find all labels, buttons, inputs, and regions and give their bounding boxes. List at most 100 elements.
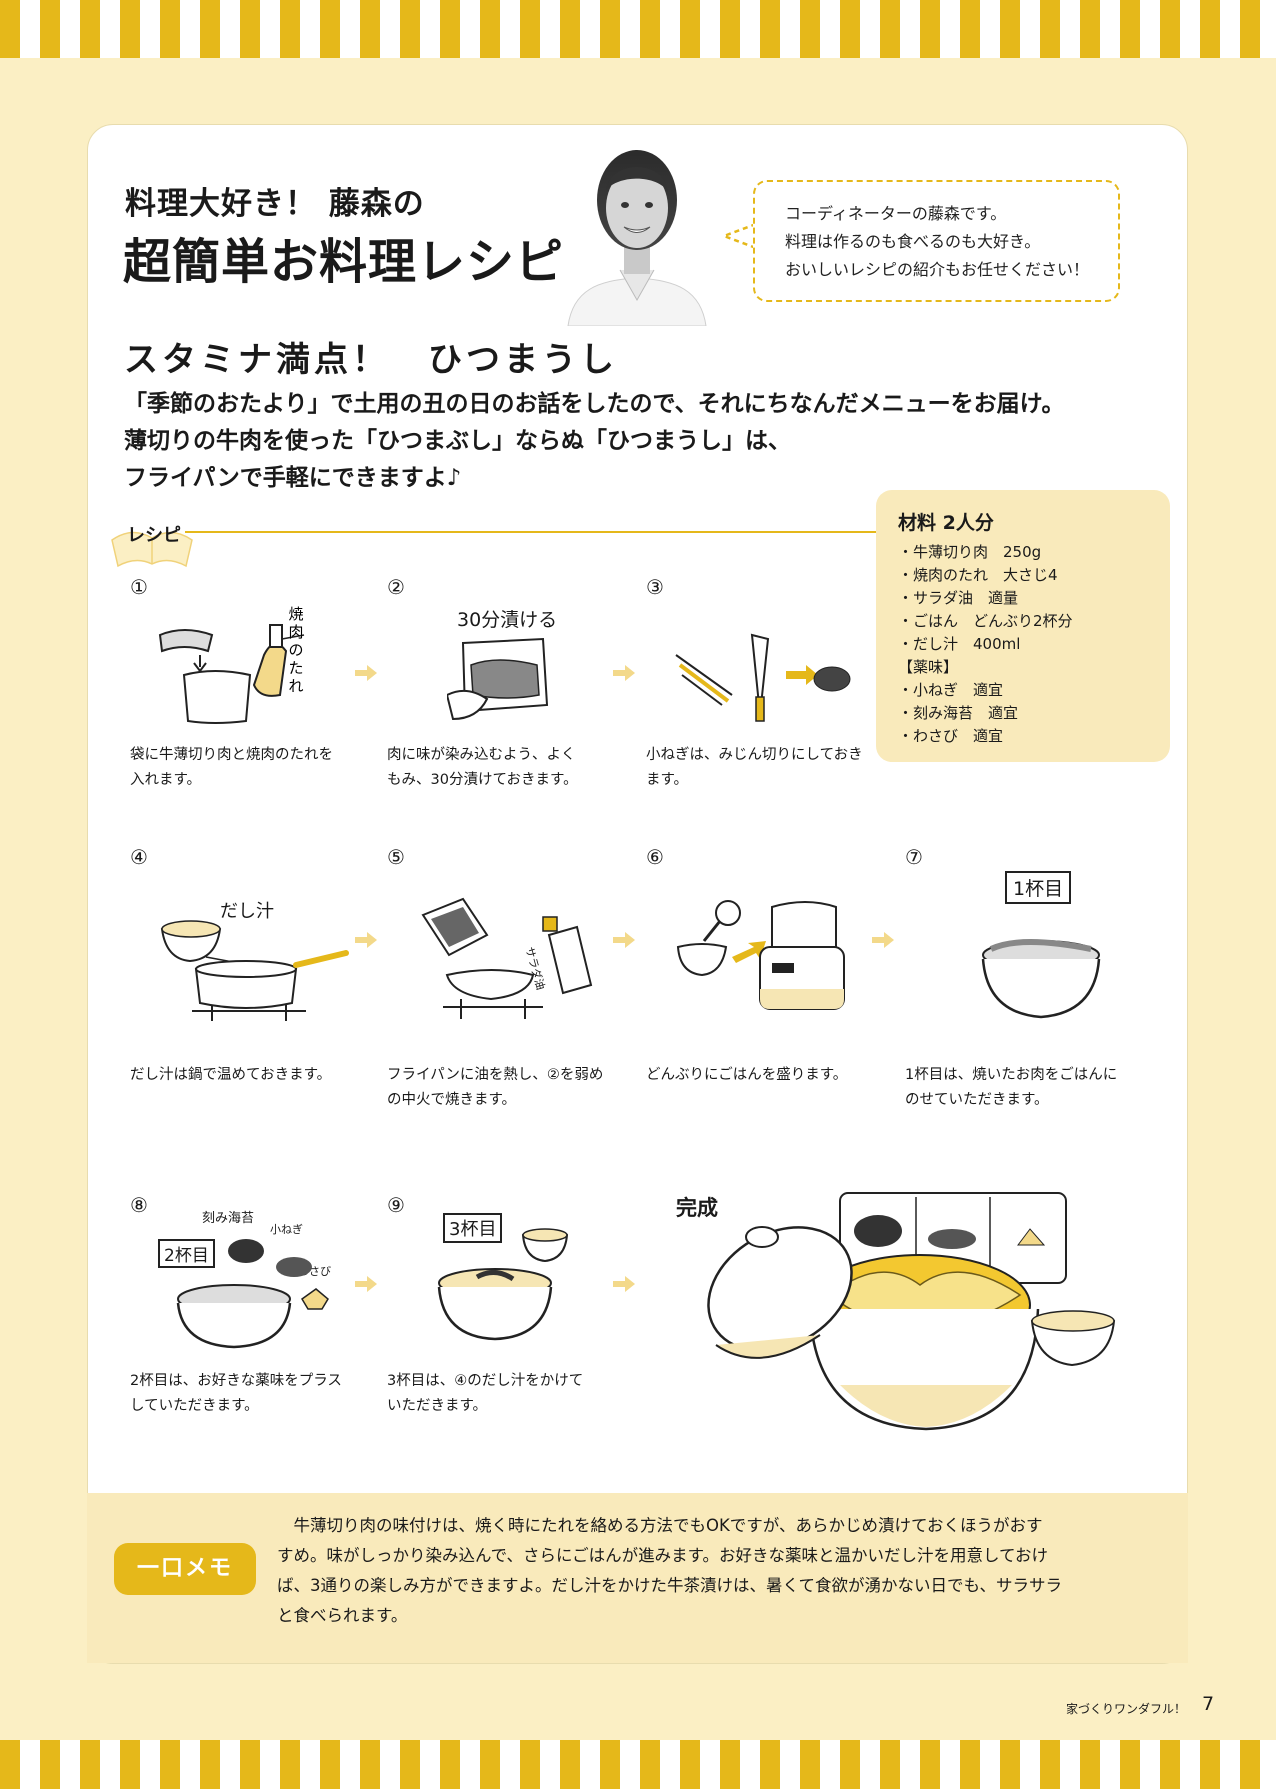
step-9: ⑨ 3杯目 3杯目は、④のだし汁をかけて いただきます。 — [387, 1193, 627, 1433]
dashi-label: だし汁 — [220, 901, 274, 922]
step-caption: 袋に牛薄切り肉と焼肉のたれを 入れます。 — [130, 743, 333, 793]
step-3: ③ 小ねぎは、みじん切りにしておき ます。 — [646, 575, 886, 795]
ingredient-item: ・だし汁 400ml — [898, 635, 1021, 653]
third-bowl-illustration — [437, 1228, 569, 1341]
marinating-bag-illustration — [447, 637, 549, 721]
step-number: ⑦ — [905, 845, 923, 869]
sauce-label-char: 焼 — [288, 605, 303, 623]
caption-line: のせていただきます。 — [905, 1092, 1049, 1108]
caption-line: フライパンに油を熱し、②を弱め — [387, 1067, 604, 1083]
sauce-label-char: れ — [288, 677, 303, 695]
sauce-label-char: の — [288, 641, 303, 659]
chopping-green-onion-illustration — [675, 633, 851, 722]
warming-dashi-illustration — [160, 920, 349, 1021]
ingredients-panel: 材料 2人分 ・牛薄切り肉 250g ・焼肉のたれ 大さじ4 ・サラダ油 適量 … — [876, 490, 1170, 762]
caption-line: 3杯目は、④のだし汁をかけて — [387, 1373, 584, 1389]
ingredient-item: ・わさび 適宜 — [898, 727, 1004, 745]
step-5: ⑤ サラダ油 フライパンに油を熱し、②を弱め の中火で焼きます。 — [387, 845, 627, 1108]
step-caption: 3杯目は、④のだし汁をかけて いただきます。 — [387, 1369, 583, 1419]
step-number: ⑧ — [130, 1193, 148, 1217]
step-8: ⑧ 2杯目 刻み海苔 小ねぎ わさび 2杯目は、お好きな薬味をプラス していただ… — [130, 1193, 370, 1433]
step-1: ① 焼 肉 の た れ 袋に牛薄切り肉と焼肉のたれを 入れます。 — [130, 575, 370, 795]
sauce-label-text: 焼 肉 の た れ — [288, 605, 303, 695]
caption-line: 1杯目は、焼いたお肉をごはんに — [905, 1067, 1118, 1083]
header-subtitle: 料理大好き！ 藤森の — [125, 186, 425, 222]
memo-line: と食べられます。 — [277, 1606, 408, 1625]
sauce-label-char: た — [288, 659, 303, 677]
recipe-title: スタミナ満点！ ひつまうし — [124, 340, 618, 380]
final-dish-label: 完成 — [676, 1196, 718, 1220]
step-number: ⑨ — [387, 1193, 405, 1217]
nori-label: 刻み海苔 — [202, 1211, 255, 1226]
bubble-line: 料理は作るのも食べるのも大好き。 — [785, 232, 1041, 251]
memo-text: 牛薄切り肉の味付けは、焼く時にたれを絡める方法でもOKですが、あらかじめ漬けてお… — [277, 1511, 1167, 1631]
step-7: ⑦ 1杯目 1杯目は、焼いたお肉をごはんに のせていただきます。 — [905, 845, 1145, 1108]
caption-line: 入れます。 — [130, 772, 202, 788]
bowl-1-label: 1杯目 — [1005, 871, 1072, 904]
step-number: ② — [387, 575, 405, 599]
step-caption: 小ねぎは、みじん切りにしておき ます。 — [646, 743, 863, 793]
step-caption: フライパンに油を熱し、②を弱め の中火で焼きます。 — [387, 1063, 603, 1113]
ingredient-item: ・ごはん どんぶり2杯分 — [898, 612, 1073, 630]
caption-line: 2杯目は、お好きな薬味をプラス — [130, 1373, 342, 1389]
first-bowl-illustration — [981, 939, 1101, 1019]
header-title: 超簡単お料理レシピ — [123, 234, 565, 290]
second-bowl-illustration — [176, 1239, 329, 1349]
step-caption: だし汁は鍋で温めておきます。 — [130, 1063, 331, 1088]
page-number: 7 — [1202, 1693, 1215, 1715]
step-arrow-icon — [355, 932, 377, 948]
step-number: ⑥ — [646, 845, 664, 869]
caption-line: ます。 — [646, 772, 689, 788]
recipe-card — [87, 124, 1188, 1664]
step-2: ② 30分漬ける 肉に味が染み込むよう、よく もみ、30分漬けておきます。 — [387, 575, 627, 795]
ingredient-item: ・サラダ油 適量 — [898, 589, 1019, 607]
memo-badge: 一口メモ — [114, 1543, 256, 1595]
negi-label: 小ねぎ — [270, 1223, 303, 1236]
bag-and-sauce-illustration — [158, 624, 305, 724]
open-book-icon — [111, 531, 193, 568]
step-arrow-icon — [355, 1276, 377, 1292]
step-number: ① — [130, 575, 148, 599]
memo-panel — [87, 1493, 1188, 1663]
memo-line: ば、3通りの楽しみ方ができますよ。だし汁をかけた牛茶漬けは、暑くて食欲が湧かない… — [277, 1576, 1063, 1595]
step-arrow-icon — [613, 1276, 635, 1292]
step-arrow-icon — [872, 932, 894, 948]
intro-line: 薄切りの牛肉を使った「ひつまぶし」ならぬ「ひつまうし」は、 — [124, 428, 791, 454]
recipe-section-rule — [185, 531, 878, 533]
ingredients-title: 材料 2人分 — [898, 512, 994, 534]
sauce-label-char: 肉 — [288, 623, 303, 641]
caption-line: いただきます。 — [387, 1398, 488, 1414]
speech-bubble: コーディネーターの藤森です。 料理は作るのも食べるのも大好き。 おいしいレシピの… — [753, 180, 1120, 302]
top-stripe-border — [0, 0, 1276, 58]
ingredient-item: ・小ねぎ 適宜 — [898, 681, 1004, 699]
caption-line: していただきます。 — [130, 1398, 259, 1414]
ingredient-item: 【薬味】 — [898, 658, 959, 676]
rice-cooker-illustration — [676, 900, 845, 1010]
memo-line: 牛薄切り肉の味付けは、焼く時にたれを絡める方法でもOKですが、あらかじめ漬けてお… — [277, 1516, 1043, 1535]
intro-line: 「季節のおたより」で土用の丑の日のお話をしたので、それにちなんだメニューをお届け… — [124, 391, 1065, 417]
step-caption: 1杯目は、焼いたお肉をごはんに のせていただきます。 — [905, 1063, 1117, 1113]
caption-line: 袋に牛薄切り肉と焼肉のたれを — [130, 747, 333, 763]
caption-line: の中火で焼きます。 — [387, 1092, 517, 1108]
bowl-3-label: 3杯目 — [443, 1213, 503, 1243]
step-caption: 肉に味が染み込むよう、よく もみ、30分漬けておきます。 — [387, 743, 578, 793]
ingredient-item: ・牛薄切り肉 250g — [898, 543, 1042, 561]
step-arrow-icon — [613, 932, 635, 948]
caption-line: もみ、30分漬けておきます。 — [387, 772, 578, 788]
bubble-line: コーディネーターの藤森です。 — [785, 204, 1007, 223]
caption-line: だし汁は鍋で温めておきます。 — [130, 1067, 332, 1083]
ingredient-item: ・刻み海苔 適宜 — [898, 704, 1019, 722]
caption-line: 小ねぎは、みじん切りにしておき — [646, 747, 863, 763]
marinate-label: 30分漬ける — [457, 609, 558, 631]
memo-line: すめ。味がしっかり染み込んで、さらにごはんが進みます。お好きな薬味と温かいだし汁… — [277, 1546, 1049, 1565]
speech-bubble-tail — [722, 222, 756, 250]
bottom-stripe-border — [0, 1740, 1276, 1789]
step-arrow-icon — [355, 665, 377, 681]
caption-line: どんぶりにごはんを盛ります。 — [646, 1067, 848, 1083]
step-number: ③ — [646, 575, 664, 599]
bubble-line: おいしいレシピの紹介もお任せください！ — [785, 260, 1090, 279]
step-caption: 2杯目は、お好きな薬味をプラス していただきます。 — [130, 1369, 342, 1419]
step-number: ⑤ — [387, 845, 405, 869]
step-6: ⑥ どんぶりにごはんを盛ります。 — [646, 845, 886, 1105]
ingredient-item: ・焼肉のたれ 大さじ4 — [898, 566, 1058, 584]
